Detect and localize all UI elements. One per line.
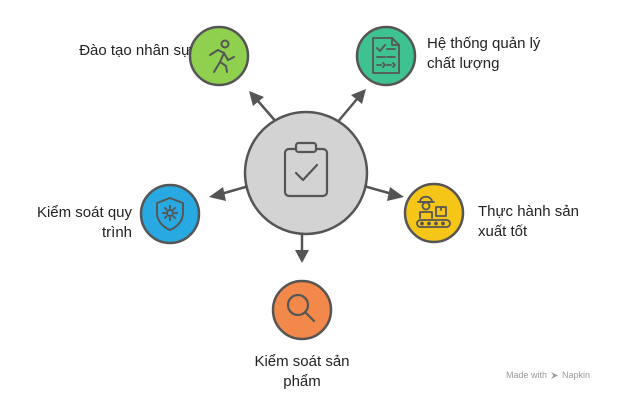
label-product-control-line-1: Kiểm soát sản <box>254 353 350 370</box>
arrowhead-training <box>249 91 264 106</box>
label-quality-system-line-1: Hệ thống quản lý <box>427 35 541 52</box>
node-circle-training <box>188 25 250 87</box>
arrow-to-process-control <box>219 184 251 196</box>
node-process-control <box>139 183 201 245</box>
watermark-prefix: Made with <box>506 370 548 380</box>
watermark-brand: Napkin <box>562 370 591 380</box>
label-quality-system-line-2: chất lượng <box>427 55 500 72</box>
watermark: Made with Napkin <box>506 370 590 380</box>
arrowhead-quality-system <box>351 89 366 104</box>
node-circle-quality-system <box>355 25 417 87</box>
label-gmp-line-1: Thực hành sản <box>478 203 579 220</box>
shield-gear-icon <box>156 197 184 231</box>
worker-conveyor-icon <box>416 195 451 228</box>
arrow-to-gmp <box>362 184 394 196</box>
node-circle-product-control <box>271 279 333 341</box>
label-training: Đào tạo nhân sự <box>79 41 191 61</box>
node-quality-system <box>355 25 417 87</box>
node-circle-gmp <box>403 182 465 244</box>
label-process-control-line-2: trình <box>101 224 132 241</box>
arrowhead-product-control <box>295 250 309 263</box>
node-product-control <box>271 279 333 341</box>
arrow-to-quality-system <box>334 97 359 126</box>
center-node <box>243 110 369 236</box>
runner-icon <box>209 39 235 73</box>
node-training <box>188 25 250 87</box>
label-product-control-line-2: phẩm <box>283 373 321 390</box>
arrow-heads <box>209 89 404 263</box>
magnifier-icon <box>286 293 316 323</box>
label-quality-system: Hệ thống quản lý chất lượng <box>427 34 540 74</box>
label-gmp-line-2: xuất tốt <box>478 223 528 240</box>
clipboard-check-icon <box>283 141 329 198</box>
arrowhead-gmp <box>387 187 404 201</box>
label-training-line-1: Đào tạo nhân sự <box>79 42 191 59</box>
label-process-control: Kiểm soát quy trình <box>37 203 132 243</box>
napkin-logo-icon <box>551 371 559 379</box>
label-product-control: Kiểm soát sản phẩm <box>232 352 372 392</box>
node-gmp <box>403 182 465 244</box>
label-process-control-line-1: Kiểm soát quy <box>36 204 132 221</box>
center-circle <box>243 110 369 236</box>
checklist-icon <box>372 37 400 74</box>
arrowhead-process-control <box>209 187 226 201</box>
label-gmp: Thực hành sản xuất tốt <box>478 202 579 242</box>
node-circle-process-control <box>139 183 201 245</box>
